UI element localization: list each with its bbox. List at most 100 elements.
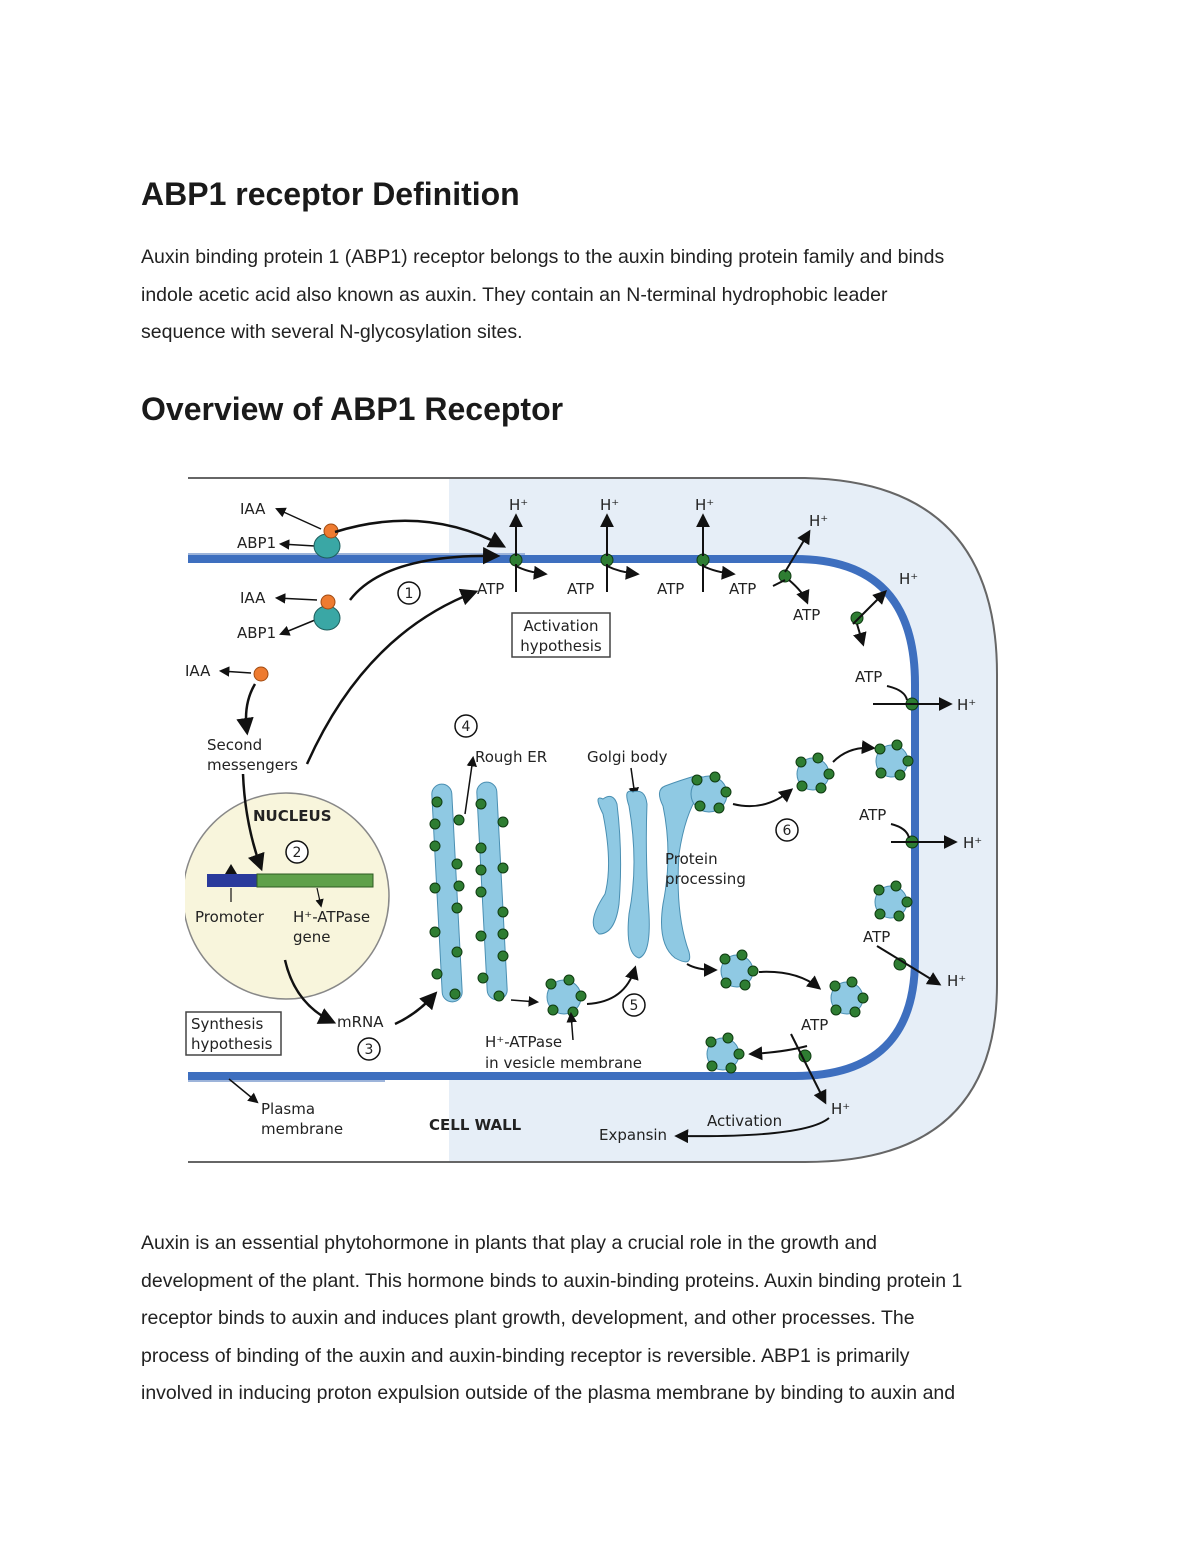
svg-text:H⁺: H⁺ [809, 512, 828, 530]
proton-pump-right: H⁺ ATP [863, 928, 966, 990]
promoter-label: Promoter [195, 908, 265, 926]
vesicle-membrane-label: H⁺-ATPase [485, 1033, 562, 1051]
paragraph-line: development of the plant. This hormone b… [141, 1269, 963, 1292]
activation-hypothesis-box [511, 612, 611, 658]
step-6-marker [775, 818, 799, 842]
proton-pump-right: H⁺ ATP [855, 668, 976, 714]
atpase-gene-label: H⁺-ATPase [293, 908, 370, 926]
vesicle-with-pumps [705, 1032, 745, 1074]
step-5-number: 5 [630, 998, 639, 1014]
step-1-number: 1 [405, 586, 414, 602]
golgi-body-label: Golgi body [587, 748, 668, 766]
proton-pump-top: H⁺ ATP [567, 496, 640, 598]
iaa-label: IAA [185, 662, 211, 680]
atpase-gene-label: gene [293, 928, 331, 946]
nucleus-label: NUCLEUS [253, 807, 332, 825]
step-6-number: 6 [783, 823, 792, 839]
step-3-marker [357, 1037, 381, 1061]
paragraph-line: Auxin is an essential phytohormone in pl… [141, 1232, 878, 1254]
proton-pump-right: H⁺ ATP [859, 806, 982, 852]
step-3-number: 3 [365, 1042, 374, 1058]
golgi-vesicle [690, 771, 732, 814]
vesicle-with-pumps [873, 880, 913, 922]
cell-wall-outline [188, 477, 998, 1163]
expansin-label: Expansin [599, 1126, 667, 1144]
paragraph-line: receptor binds to auxin and induces plan… [141, 1307, 915, 1329]
second-messengers-label: Second [207, 736, 262, 754]
svg-text:H⁺: H⁺ [600, 496, 619, 514]
proton-pump-bottom: H⁺ ATP [790, 1016, 850, 1118]
iaa-label: IAA [240, 589, 266, 607]
abp1-label: ABP1 [237, 534, 276, 552]
proton-pump-corner: H⁺ ATP [793, 570, 918, 647]
paragraph-line: indole acetic acid also known as auxin. … [141, 283, 888, 306]
activation-label: Activation [707, 1112, 782, 1130]
heading-abp1-definition: ABP1 receptor Definition [141, 176, 520, 212]
svg-text:ATP: ATP [859, 806, 886, 824]
step-5-marker [622, 993, 646, 1017]
synthesis-hypothesis-box [185, 1011, 282, 1056]
paragraph-line: process of binding of the auxin and auxi… [141, 1344, 910, 1367]
paragraph-line: Auxin binding protein 1 (ABP1) receptor … [141, 246, 945, 268]
cell-wall-label: CELL WALL [429, 1116, 522, 1134]
svg-text:H⁺: H⁺ [963, 834, 982, 852]
golgi-cisterna [626, 790, 650, 959]
step-4-number: 4 [462, 719, 471, 735]
paragraph-line: sequence with several N-glycosylation si… [141, 321, 523, 343]
svg-text:H⁺: H⁺ [947, 972, 966, 990]
svg-text:H⁺: H⁺ [695, 496, 714, 514]
vesicle-membrane-label: in vesicle membrane [485, 1054, 642, 1072]
plasma-membrane-label: membrane [261, 1120, 343, 1138]
ribosomes [429, 796, 509, 1002]
abp1-label: ABP1 [237, 624, 276, 642]
abp1-receptor-diagram: IAA ABP1 IAA ABP1 IAA Second messengers … [185, 474, 1000, 1166]
golgi-cisterna [592, 795, 622, 935]
definition-paragraph: Auxin binding protein 1 (ABP1) receptor … [141, 239, 1061, 352]
step-2-number: 2 [293, 845, 302, 861]
heading-overview: Overview of ABP1 Receptor [141, 391, 564, 427]
svg-text:H⁺: H⁺ [957, 696, 976, 714]
svg-text:H⁺: H⁺ [509, 496, 528, 514]
mrna-label: mRNA [337, 1013, 384, 1031]
vesicle-with-pumps [719, 949, 759, 991]
proton-pump-top: H⁺ ATP [657, 496, 736, 598]
svg-text:ATP: ATP [855, 668, 882, 686]
svg-text:ATP: ATP [729, 580, 756, 598]
step-4-marker [454, 714, 478, 738]
activation-hypothesis-label: Activation [523, 617, 598, 635]
step-2-marker [285, 840, 309, 864]
vesicle-with-pumps [874, 739, 914, 781]
protein-processing-label: processing [665, 870, 746, 888]
svg-text:ATP: ATP [801, 1016, 828, 1034]
svg-text:ATP: ATP [567, 580, 594, 598]
proton-pump-top: H⁺ ATP [477, 496, 548, 598]
abp1-receptor-shape [313, 605, 341, 631]
protein-processing-label: Protein [665, 850, 718, 868]
iaa-label: IAA [240, 500, 266, 518]
step-1-marker [397, 581, 421, 605]
promoter-segment [207, 874, 257, 887]
nucleus [185, 792, 390, 1000]
svg-text:H⁺: H⁺ [899, 570, 918, 588]
overview-paragraph: Auxin is an essential phytohormone in pl… [141, 1225, 1081, 1413]
vesicle-with-pumps [795, 752, 835, 794]
svg-text:ATP: ATP [657, 580, 684, 598]
plasma-membrane [188, 555, 919, 1080]
atpase-gene-segment [256, 873, 374, 888]
abp1-receptor-shape [313, 533, 341, 559]
synthesis-hypothesis-label: hypothesis [191, 1035, 273, 1053]
svg-text:ATP: ATP [863, 928, 890, 946]
svg-text:ATP: ATP [477, 580, 504, 598]
activation-hypothesis-label: hypothesis [520, 637, 602, 655]
svg-text:H⁺: H⁺ [831, 1100, 850, 1118]
second-messengers-label: messengers [207, 756, 298, 774]
paragraph-line: involved in inducing proton expulsion ou… [141, 1382, 956, 1404]
plasma-membrane-label: Plasma [261, 1100, 315, 1118]
vesicle-with-pumps [829, 976, 869, 1018]
iaa-molecule [253, 666, 269, 682]
proton-pump-top: H⁺ ATP [729, 512, 828, 605]
rough-er-label: Rough ER [475, 748, 547, 766]
synthesis-hypothesis-label: Synthesis [191, 1015, 264, 1033]
iaa-molecule [320, 594, 336, 610]
svg-text:ATP: ATP [793, 606, 820, 624]
